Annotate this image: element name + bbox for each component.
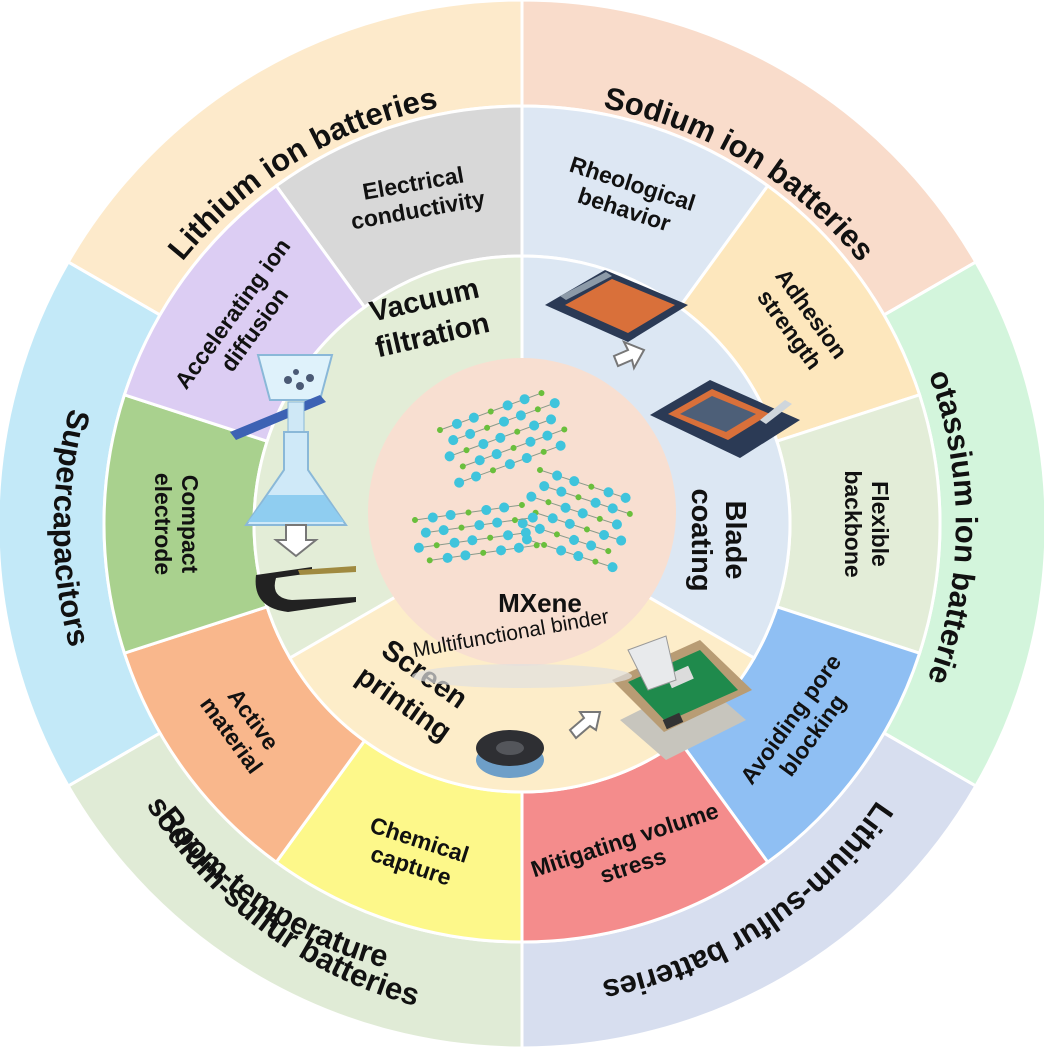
blade-coater-icon [545,270,800,458]
mxene-structure-icon [412,390,633,573]
outer-divider-5 [67,260,161,317]
mxene-core: MXene Multifunctional binder [368,358,676,688]
mxene-sheet-1 [437,390,568,488]
flexible-electrode-icon [255,566,356,612]
core-title: MXene [498,588,582,618]
middle-label-compact-electrode: Compactelectrode [150,473,203,575]
screen-printer-icon [612,635,752,760]
outer-divider-1 [883,260,977,317]
arrow-icon [612,340,646,371]
middle-label-flexible-backbone: Flexiblebackbone [840,470,893,577]
outer-divider-4 [67,731,161,788]
mxene-sheet-2 [517,467,633,573]
mxene-sheet-3 [412,501,540,564]
arrow-icon [568,711,602,740]
middle-ring [102,104,942,944]
arrow-icon [273,524,319,558]
vacuum-filtration-funnel-icon [230,354,348,526]
inner-label-blade-coating: Bladecoating [685,488,751,591]
coin-cell-icon [476,730,544,778]
outer-divider-2 [883,731,977,788]
